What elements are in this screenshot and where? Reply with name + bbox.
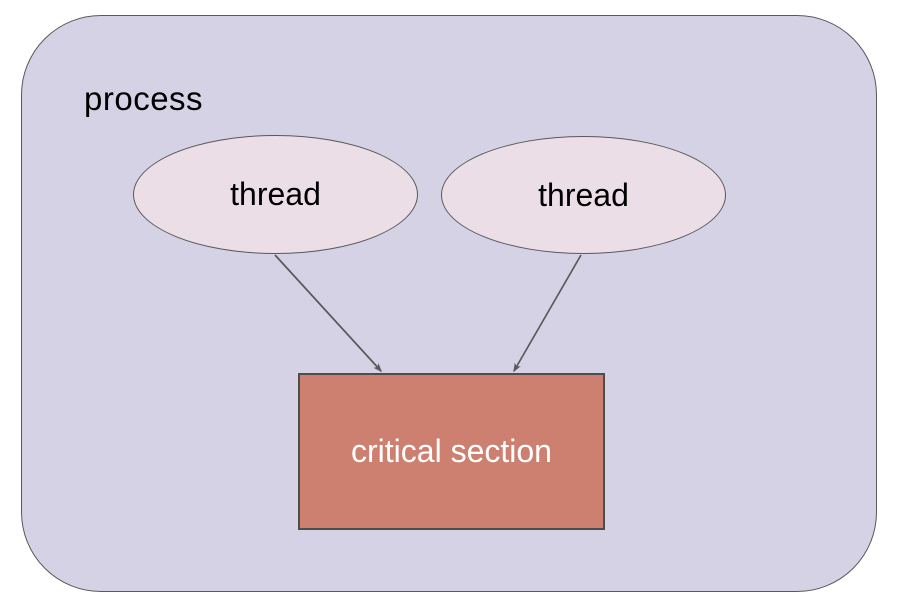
thread-ellipse-right: thread <box>441 136 726 254</box>
critical-section-box: critical section <box>298 373 605 530</box>
thread-ellipse-left: thread <box>133 135 418 254</box>
thread-label-right: thread <box>538 176 629 213</box>
critical-section-label: critical section <box>351 433 552 469</box>
thread-label-left: thread <box>230 176 321 212</box>
process-label: process <box>84 80 204 117</box>
